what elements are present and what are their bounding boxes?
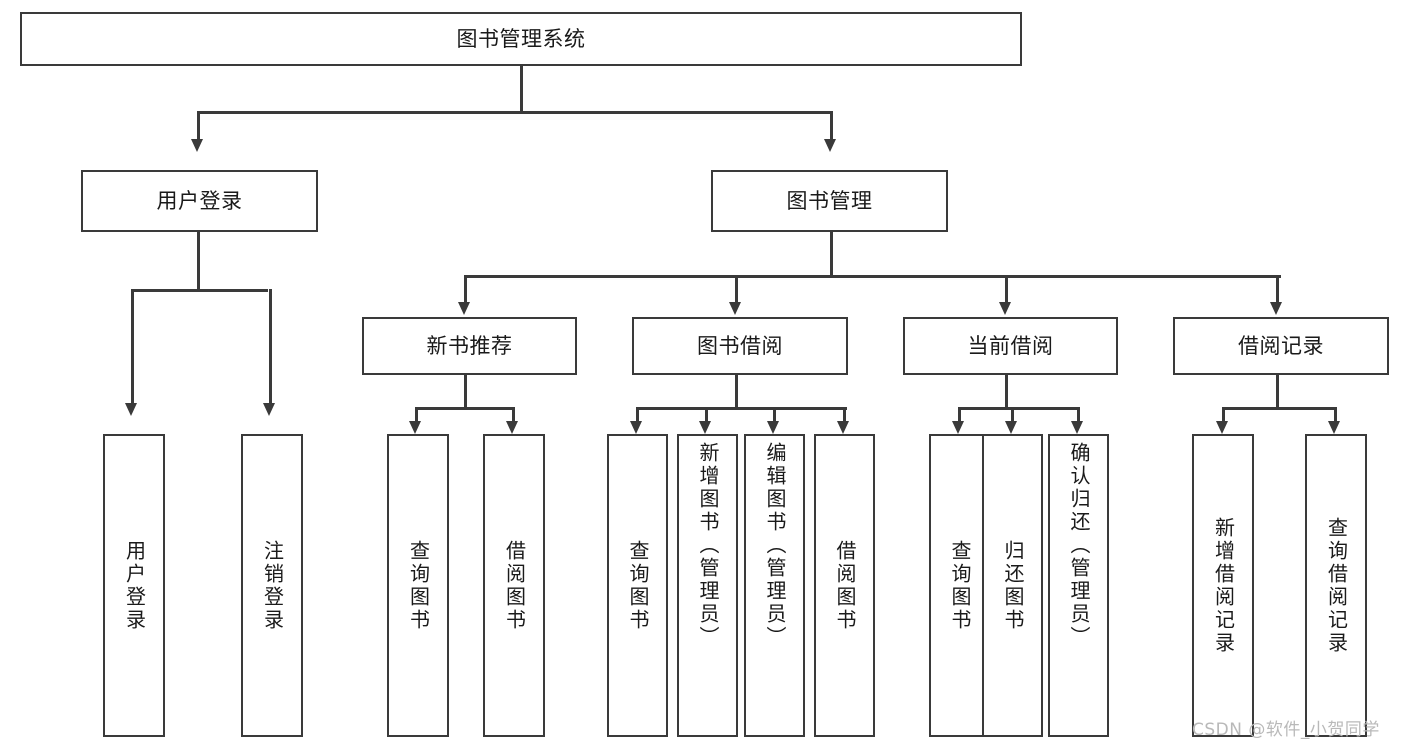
leaf-record-add[interactable]: 新增借阅记录 [1192,434,1254,737]
leaf-current-return-book[interactable]: 归还图书 [982,434,1043,737]
leaf-borrow-borrow-book[interactable]: 借阅图书 [814,434,875,737]
connector-level1-bus [197,111,833,114]
arrow-to-user-login [191,139,203,152]
leaf-record-query[interactable]: 查询借阅记录 [1305,434,1367,737]
connector-level2-drop-2 [735,275,738,304]
connector-user-login-drop-2 [269,289,272,405]
node-current-borrow[interactable]: 当前借阅 [903,317,1118,375]
node-label: 借阅记录 [1238,333,1324,358]
arrow-to-leaf-borrow-book-1 [506,421,518,434]
watermark-text: CSDN @软件_小贺同学 [1192,720,1380,740]
connector-root-stem [520,65,523,113]
node-label: 当前借阅 [967,333,1054,358]
node-label: 查询图书 [406,539,431,632]
node-label: 新书推荐 [426,333,513,358]
connector-current-stem [1005,375,1008,409]
leaf-current-query-book[interactable]: 查询图书 [929,434,990,737]
connector-record-drop-1 [1222,407,1225,423]
leaf-borrow-query-book[interactable]: 查询图书 [607,434,668,737]
connector-borrow-drop-2 [705,407,708,423]
connector-recommend-stem [464,375,467,409]
arrow-to-leaf-query-record [1328,421,1340,434]
connector-level1-left-drop [197,111,200,141]
node-label: 借阅图书 [502,539,527,632]
arrow-to-leaf-borrow-book-2 [837,421,849,434]
connector-recommend-drop-2 [512,407,515,423]
node-label: 新增借阅记录 [1211,516,1236,655]
connector-record-stem [1276,375,1279,409]
node-label: 图书管理 [786,188,873,213]
node-new-book-recommend[interactable]: 新书推荐 [362,317,577,375]
arrow-to-leaf-return-book [1005,421,1017,434]
connector-borrow-drop-1 [636,407,639,423]
arrow-to-book-management [824,139,836,152]
leaf-current-confirm-return[interactable]: 确认归还（管理员） [1048,434,1109,737]
connector-record-drop-2 [1334,407,1337,423]
node-label: 图书借阅 [697,333,783,358]
node-book-management[interactable]: 图书管理 [711,170,948,232]
connector-user-login-bus [131,289,268,292]
node-user-login[interactable]: 用户登录 [81,170,318,232]
node-label: 编辑图书（管理员） [763,442,787,649]
arrow-to-book-borrow [729,302,741,315]
arrow-to-leaf-confirm-return [1071,421,1083,434]
arrow-to-leaf-query-book-3 [952,421,964,434]
node-label: 确认归还（管理员） [1067,442,1091,649]
connector-book-management-stem [830,232,833,277]
connector-level2-bus [464,275,1281,278]
node-label: 借阅图书 [833,539,857,632]
leaf-user-login[interactable]: 用户登录 [103,434,165,737]
connector-level2-drop-4 [1276,275,1279,304]
arrow-to-leaf-query-book-1 [409,421,421,434]
arrow-to-leaf-query-book-2 [630,421,642,434]
arrow-to-leaf-add-record [1216,421,1228,434]
connector-borrow-drop-3 [773,407,776,423]
connector-level2-drop-3 [1005,275,1008,304]
leaf-recommend-borrow-book[interactable]: 借阅图书 [483,434,545,737]
arrow-to-current-borrow [999,302,1011,315]
arrow-to-leaf-edit-book [767,421,779,434]
connector-level2-drop-1 [464,275,467,304]
arrow-to-new-book-recommend [458,302,470,315]
connector-current-drop-3 [1077,407,1080,423]
arrow-to-leaf-add-book [699,421,711,434]
node-root-book-management-system[interactable]: 图书管理系统 [20,12,1022,66]
connector-recommend-bus [415,407,515,410]
node-label: 查询图书 [626,539,650,632]
connector-recommend-drop-1 [415,407,418,423]
connector-level1-right-drop [830,111,833,141]
connector-borrow-drop-4 [843,407,846,423]
arrow-to-leaf-user-login [125,403,137,416]
leaf-borrow-edit-book[interactable]: 编辑图书（管理员） [744,434,805,737]
connector-current-drop-1 [958,407,961,423]
node-label: 注销登录 [260,539,285,632]
node-label: 图书管理系统 [456,26,586,51]
arrow-to-leaf-logout [263,403,275,416]
leaf-recommend-query-book[interactable]: 查询图书 [387,434,449,737]
node-label: 归还图书 [1001,539,1025,632]
node-label: 查询借阅记录 [1324,516,1349,655]
connector-borrow-stem [735,375,738,409]
leaf-logout[interactable]: 注销登录 [241,434,303,737]
connector-user-login-drop-1 [131,289,134,405]
node-label: 用户登录 [122,539,147,632]
node-borrow-record[interactable]: 借阅记录 [1173,317,1389,375]
connector-user-login-stem [197,232,200,291]
arrow-to-borrow-record [1270,302,1282,315]
connector-borrow-bus [636,407,847,410]
node-label: 查询图书 [948,539,972,632]
leaf-borrow-add-book[interactable]: 新增图书（管理员） [677,434,738,737]
node-label: 用户登录 [156,188,243,213]
node-book-borrow[interactable]: 图书借阅 [632,317,848,375]
connector-current-drop-2 [1011,407,1014,423]
node-label: 新增图书（管理员） [696,442,720,649]
connector-record-bus [1222,407,1336,410]
connector-current-bus [958,407,1079,410]
